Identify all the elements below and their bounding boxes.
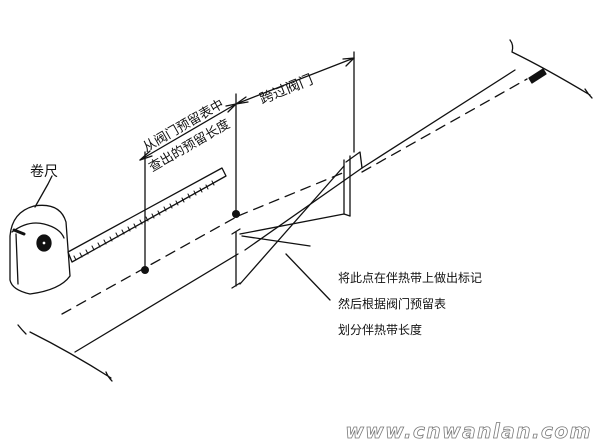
tape-measure-label: 卷尺 xyxy=(30,164,58,180)
valve-span-label: 跨过阀门 xyxy=(258,72,316,108)
valve xyxy=(231,151,363,289)
dimension-lines xyxy=(139,51,355,271)
note-line2: 然后根据阀门预留表 xyxy=(338,296,446,311)
leader-lines xyxy=(34,175,331,301)
watermark: www.cnwanlan.com xyxy=(345,419,592,443)
tape-measure xyxy=(9,204,71,295)
tape-end-marker xyxy=(528,68,547,84)
pipe xyxy=(17,39,593,382)
note-line1: 将此点在伴热带上做出标记 xyxy=(338,270,482,285)
note-line3: 划分伴热带长度 xyxy=(338,322,422,337)
measuring-blade xyxy=(67,167,227,263)
heat-tracing-tape xyxy=(61,78,528,315)
start-mark-dot xyxy=(141,266,149,274)
valve-mark-dot xyxy=(232,210,240,218)
